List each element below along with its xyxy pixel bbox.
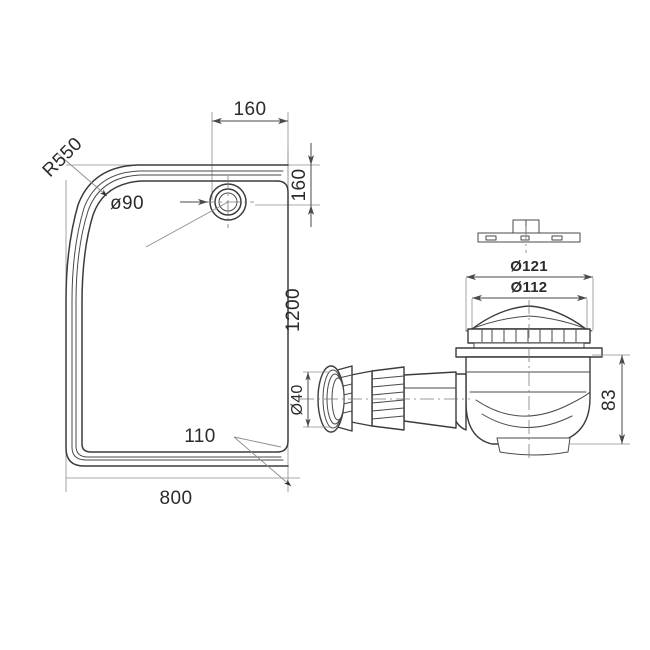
trap-body-swirl-line: [475, 391, 591, 417]
tray-rim-inner-2: [75, 174, 282, 458]
d90-label: ø90: [110, 193, 144, 214]
dimension-160-vertical: 160: [289, 143, 315, 227]
dimension-1200-vertical: 1200: [283, 288, 304, 332]
dim160v-label: 160: [289, 169, 310, 202]
outlet-collar-nut: [371, 366, 405, 431]
compression-nut-assembly: [300, 365, 470, 433]
dim83-label: 83: [599, 389, 620, 411]
dimension-d121: Ø121: [465, 258, 594, 330]
tray-rim-inner-1: [71, 170, 284, 461]
dimension-d40: Ø40: [289, 371, 330, 428]
dim160h-label: 160: [234, 99, 267, 120]
trap-sump-base: [496, 437, 571, 456]
trap-body-swirl-line-2: [481, 413, 573, 428]
d112-label: Ø112: [511, 279, 548, 296]
cover-plate-slot-center: [520, 235, 530, 241]
tray-inner-floor-edge: [81, 180, 278, 453]
dimension-83-height: 83: [570, 354, 630, 445]
tray-outline: [65, 164, 289, 467]
dimension-110-height: 110: [184, 426, 292, 487]
waste-trap-view: Ø121 Ø112: [289, 219, 630, 458]
dimension-d112: Ø112: [471, 279, 588, 330]
dim800-label: 800: [160, 488, 193, 509]
d40-label: Ø40: [289, 385, 306, 416]
dimension-800-horizontal: 800: [160, 488, 193, 509]
waste-cover-plate-detail: [477, 219, 581, 253]
outlet-pipe-section: [403, 371, 457, 429]
tray-right-inner-edge: [276, 180, 289, 453]
tray-plan-view: R550 ø90 160 160: [39, 99, 320, 509]
cover-plate-slot-right: [551, 235, 563, 241]
trap-body-outline: [465, 356, 591, 445]
r550-leader-line: [56, 152, 108, 197]
cover-plate-slot-left: [485, 235, 497, 241]
waste-cap-band-slots: [481, 328, 577, 342]
waste-cap-dome-edge-line: [465, 315, 593, 332]
dimension-160-horizontal: 160: [212, 99, 288, 125]
r550-label: R550: [39, 133, 87, 181]
tray-outer-edge: [65, 164, 289, 467]
dim110-leader-lower: [233, 436, 292, 487]
dim1200-label: 1200: [283, 288, 304, 332]
diameter-dimension-90: ø90: [110, 193, 208, 214]
dim110-label: 110: [184, 426, 216, 447]
waste-trap-body: [465, 300, 591, 458]
dim110-leader-upper: [233, 436, 282, 448]
d121-label: Ø121: [510, 258, 548, 275]
r550-radius-line: [145, 201, 229, 248]
collar-nut-ribs: [371, 375, 405, 420]
waste-outlet-elbow: [403, 371, 467, 431]
radius-dimension-r550: R550: [39, 133, 229, 248]
